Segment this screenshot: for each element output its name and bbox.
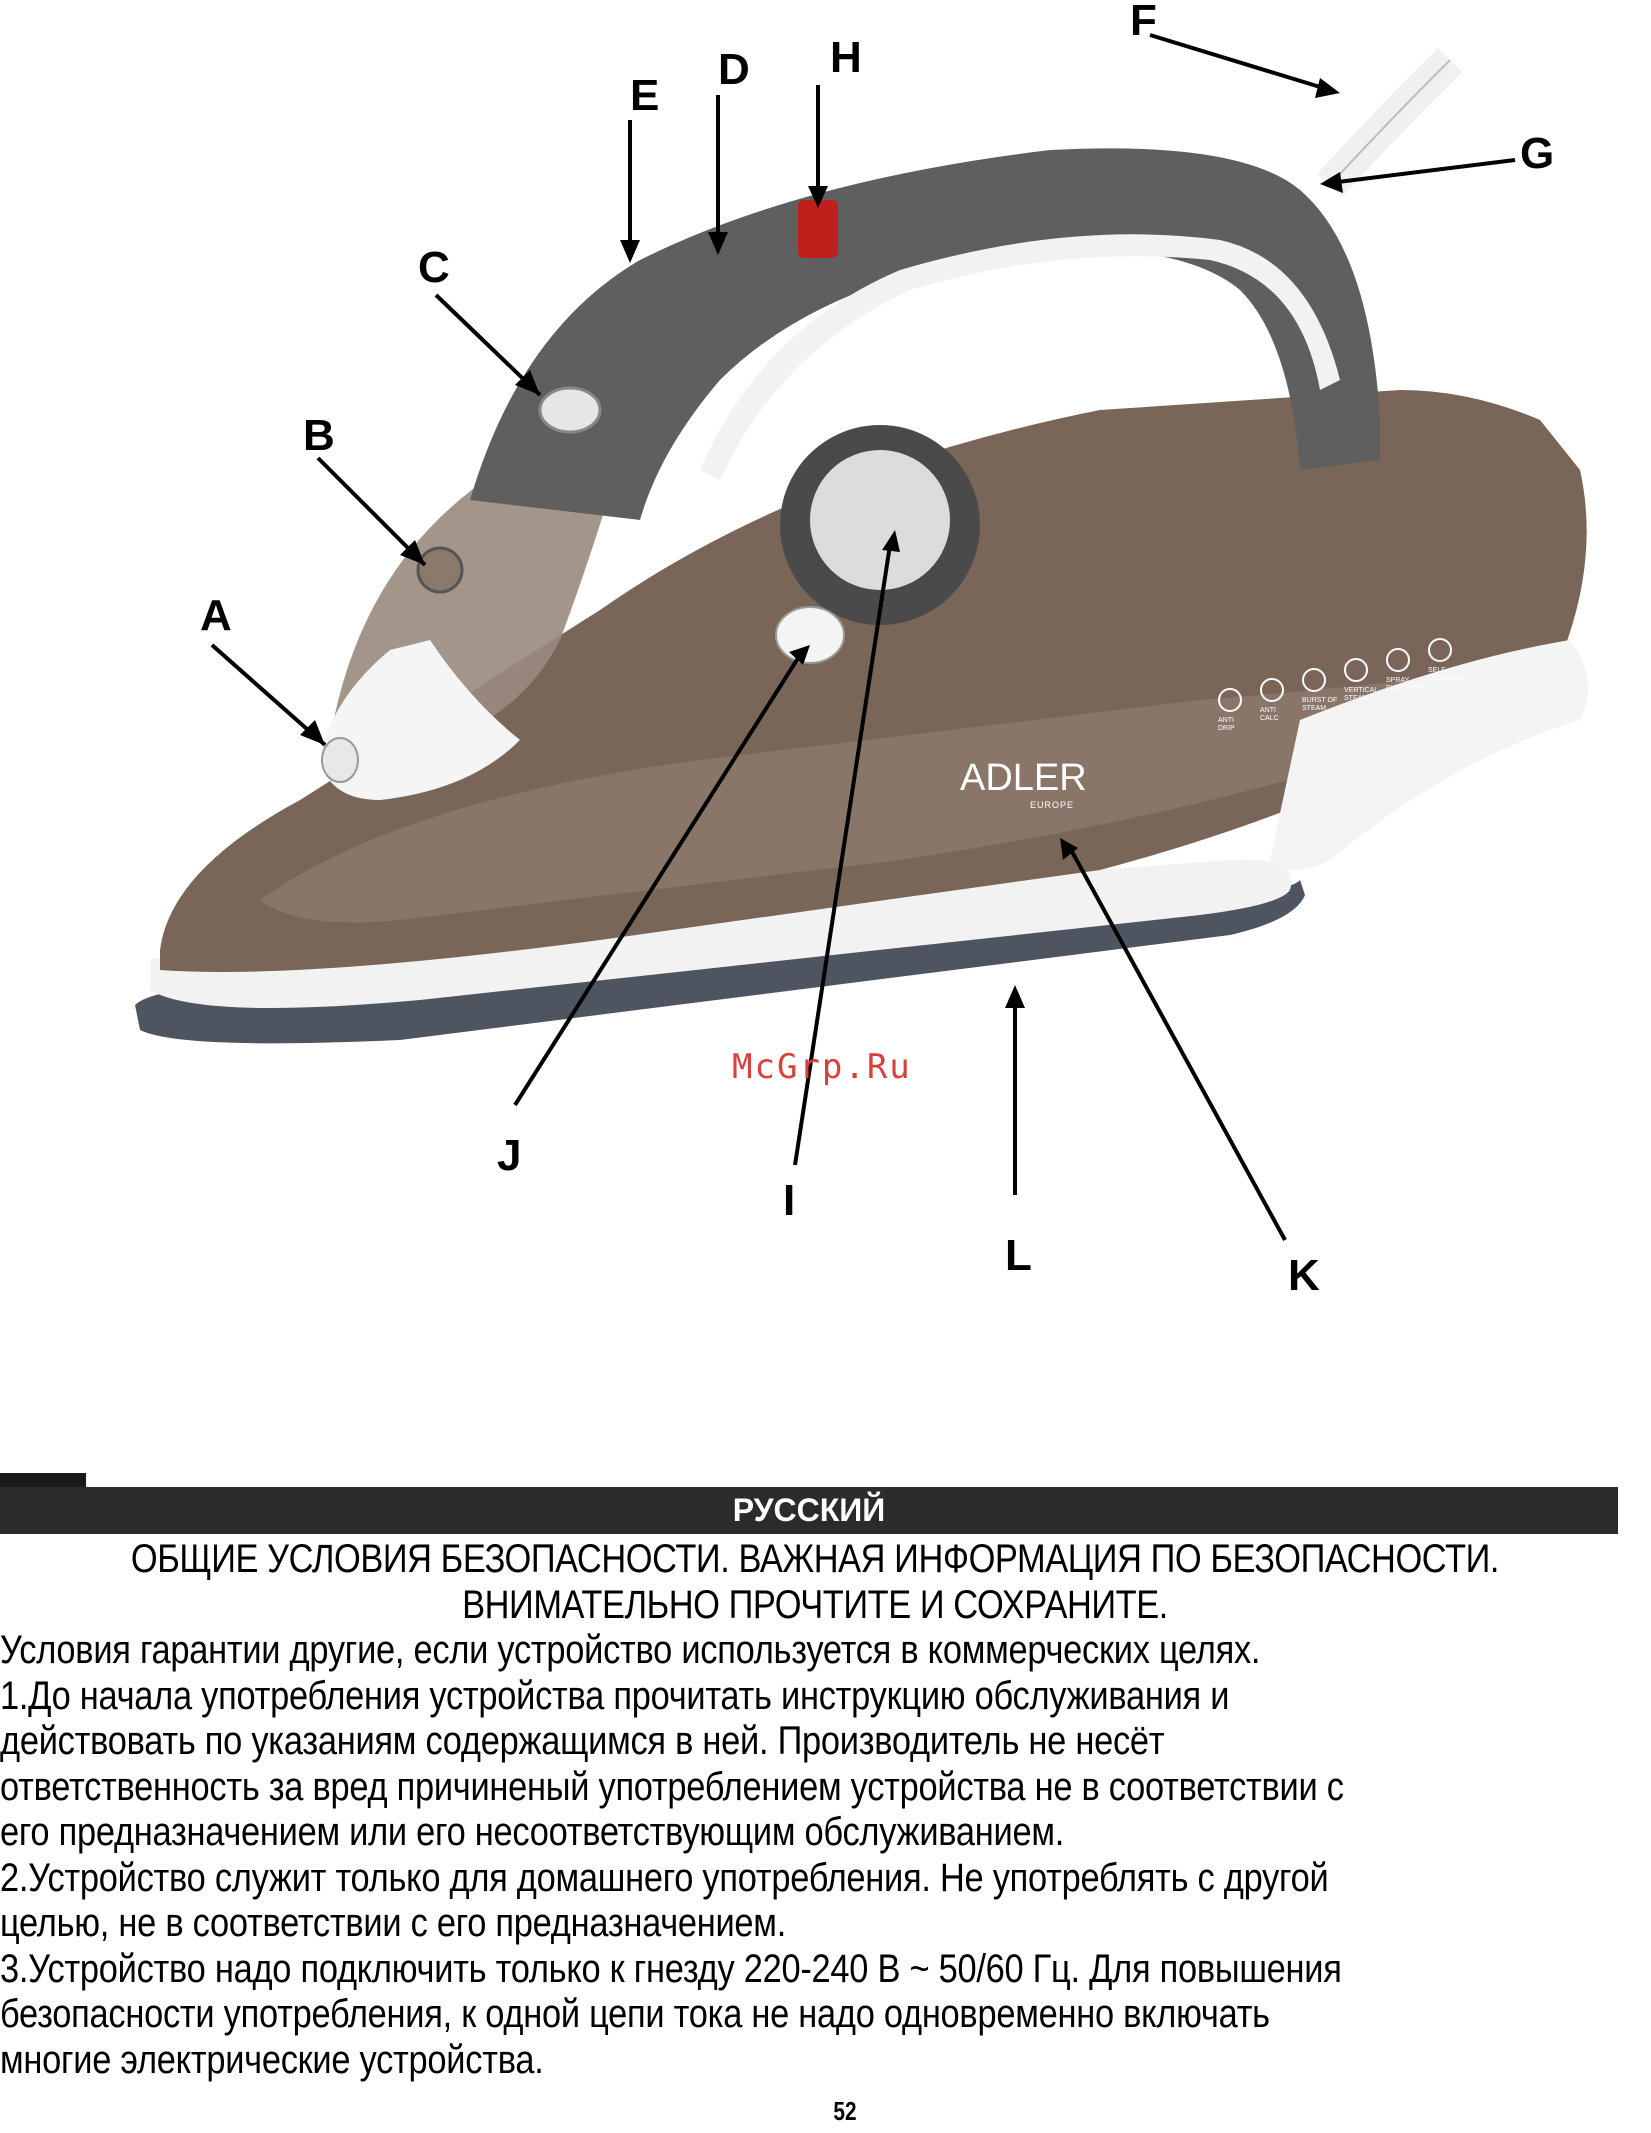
language-bar: РУССКИЙ bbox=[0, 1487, 1618, 1534]
svg-text:DRIP: DRIP bbox=[1218, 725, 1235, 732]
self-clean-button bbox=[775, 606, 845, 664]
svg-text:SELF: SELF bbox=[1428, 667, 1446, 674]
body-line: 2.Устройство служит только для домашнего… bbox=[0, 1855, 1329, 1900]
page-number: 52 bbox=[833, 2096, 857, 2126]
svg-text:SPRAY: SPRAY bbox=[1386, 677, 1410, 684]
body-line: действовать по указаниям содержащимся в … bbox=[0, 1719, 1165, 1763]
callout-k: K bbox=[1288, 1251, 1320, 1300]
body-line: Условия гарантии другие, если устройство… bbox=[0, 1628, 1261, 1672]
svg-text:CLEANING: CLEANING bbox=[1428, 675, 1464, 682]
brand-logo: ADLER bbox=[960, 757, 1087, 799]
safety-text: ОБЩИЕ УСЛОВИЯ БЕЗОПАСНОСТИ. ВАЖНАЯ ИНФОР… bbox=[0, 1536, 1630, 2083]
callout-b: B bbox=[303, 411, 335, 460]
callout-g: G bbox=[1520, 129, 1554, 178]
body-text: Условия гарантии другие, если устройство… bbox=[0, 1628, 1402, 2083]
body-line: 1.До начала употребления устройства проч… bbox=[0, 1673, 1230, 1718]
svg-text:STEAM: STEAM bbox=[1344, 695, 1368, 702]
svg-text:FUNCTION: FUNCTION bbox=[1386, 685, 1422, 692]
svg-text:VERTICAL: VERTICAL bbox=[1344, 687, 1378, 694]
steam-burst-indicator bbox=[798, 200, 838, 258]
callout-f: F bbox=[1130, 0, 1157, 45]
body-line: целью, не в соответствии с его предназна… bbox=[0, 1901, 786, 1945]
section-heading-line-2: ВНИМАТЕЛЬНО ПРОЧТИТЕ И СОХРАНИТЕ. bbox=[462, 1583, 1168, 1627]
steam-regulator bbox=[538, 386, 602, 434]
water-inlet-cap bbox=[416, 546, 464, 594]
body-line: 3.Устройство надо подключить только к гн… bbox=[0, 1946, 1342, 1991]
callout-h: H bbox=[830, 33, 862, 82]
svg-text:BURST OF: BURST OF bbox=[1302, 697, 1337, 704]
callout-e: E bbox=[630, 71, 659, 120]
body-line: его предназначением или его несоответств… bbox=[0, 1810, 1065, 1854]
language-tab-marker bbox=[0, 1473, 86, 1487]
svg-text:ANTI: ANTI bbox=[1218, 717, 1234, 724]
base-trim bbox=[150, 859, 1292, 1008]
svg-text:CALC: CALC bbox=[1260, 715, 1279, 722]
callout-j: J bbox=[497, 1131, 521, 1180]
watermark: McGrp.Ru bbox=[732, 1047, 912, 1087]
nose-cover bbox=[320, 640, 520, 800]
svg-text:STEAM: STEAM bbox=[1302, 705, 1326, 712]
callout-c: C bbox=[418, 243, 450, 292]
body-line: многие электрические устройства. bbox=[0, 2037, 544, 2082]
spray-nozzle bbox=[321, 737, 359, 783]
callout-d: D bbox=[718, 45, 750, 94]
callout-i: I bbox=[783, 1176, 795, 1225]
callout-a: A bbox=[200, 591, 232, 640]
body-line: ответственность за вред причиненый употр… bbox=[0, 1764, 1344, 1809]
section-heading-line-1: ОБЩИЕ УСЛОВИЯ БЕЗОПАСНОСТИ. ВАЖНАЯ ИНФОР… bbox=[130, 1537, 1500, 1581]
callout-l: L bbox=[1005, 1231, 1032, 1280]
svg-text:EUROPE: EUROPE bbox=[1030, 800, 1074, 810]
svg-text:ANTI: ANTI bbox=[1260, 707, 1276, 714]
body-line: безопасности употребления, к одной цепи … bbox=[0, 1992, 1270, 2036]
